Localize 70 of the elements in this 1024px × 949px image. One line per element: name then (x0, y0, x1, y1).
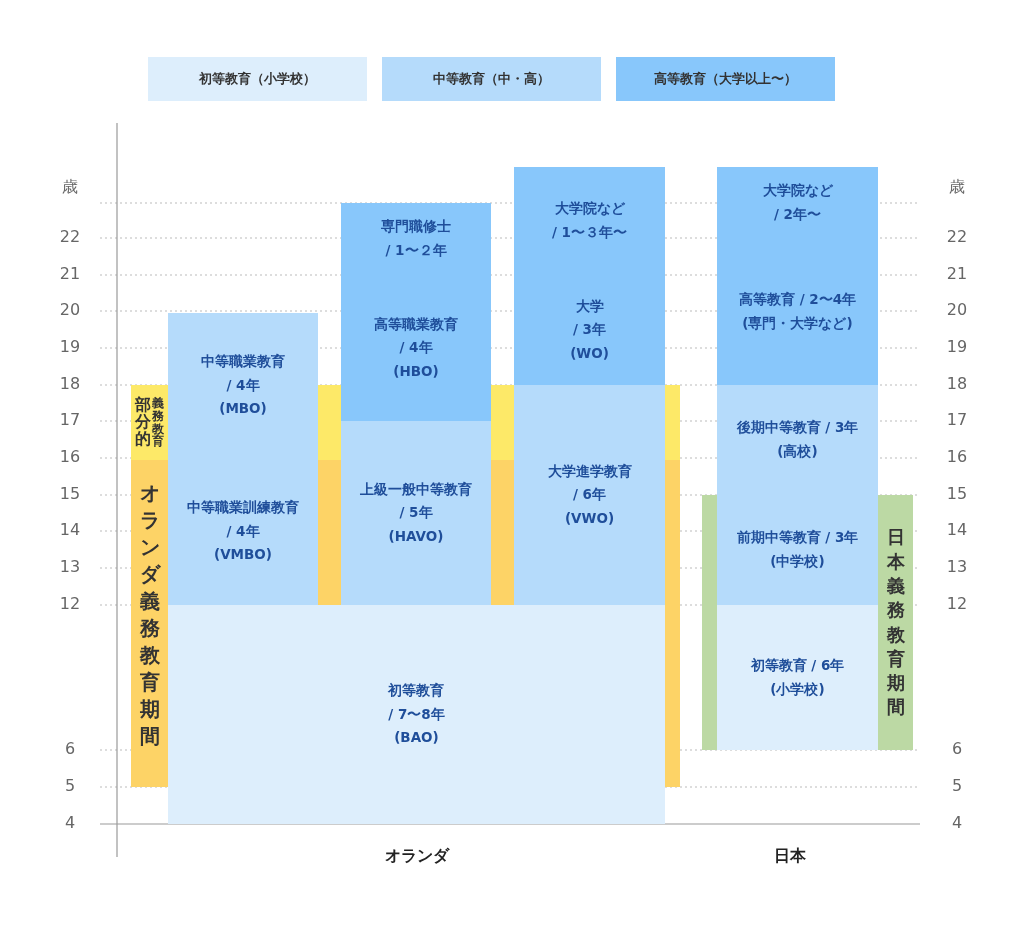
legend-label: 初等教育（小学校） (199, 69, 316, 88)
age-tick-label: 14 (945, 520, 969, 539)
school-stage-box (514, 385, 665, 605)
school-stage-box (717, 605, 878, 750)
school-stage-box (717, 238, 878, 385)
age-tick-label: 16 (58, 447, 82, 466)
age-tick-label: 13 (945, 557, 969, 576)
age-tick-label: 13 (58, 557, 82, 576)
age-tick-label: 21 (945, 264, 969, 283)
age-tick-label: 18 (945, 374, 969, 393)
age-tick-label: 16 (945, 447, 969, 466)
age-tick-label: 5 (950, 776, 964, 795)
school-stage-box (514, 275, 665, 385)
age-tick-label: 4 (950, 813, 964, 832)
age-tick-label: 20 (58, 300, 82, 319)
age-tick-label: 12 (945, 594, 969, 613)
age-tick-label: 19 (58, 337, 82, 356)
age-tick-label: 17 (58, 410, 82, 429)
school-stage-box (341, 275, 491, 421)
legend-label: 高等教育（大学以上〜） (654, 69, 797, 88)
stage-label: 大学院など / 2年〜 (762, 180, 833, 224)
age-tick-label: 14 (58, 520, 82, 539)
age-tick-label: 22 (58, 227, 82, 246)
stage-label: 上級一般中等教育 / 5年 (HAVO) (360, 479, 472, 546)
stage-label: 初等教育 / 6年 (小学校) (750, 655, 845, 699)
stage-label: 大学 / 3年 (WO) (570, 296, 609, 363)
stage-label: 中等職業訓練教育 / 4年 (VMBO) (187, 498, 299, 565)
stage-label: 大学院など / 1〜３年〜 (552, 199, 627, 242)
age-tick-label: 4 (63, 813, 77, 832)
school-stage-box (168, 313, 318, 458)
axis-unit-label: 歳 (948, 177, 966, 198)
age-tick-label: 5 (63, 776, 77, 795)
band-label: 日本義務教育期間 (886, 525, 905, 720)
stage-label: 後期中等教育 / 3年 (高校) (736, 418, 859, 461)
stage-label: 高等教育 / 2〜4年 (専門・大学など) (738, 289, 857, 333)
compulsory-period-band (131, 385, 168, 460)
band-label: 部分的 (135, 397, 151, 448)
band-label: 義務教育 (152, 397, 164, 448)
age-tick-label: 17 (945, 410, 969, 429)
school-stage-box (168, 458, 318, 605)
school-stage-box (341, 203, 491, 275)
age-tick-label: 21 (58, 264, 82, 283)
stage-label: 専門職修士 / 1〜２年 (381, 217, 451, 260)
age-tick-label: 12 (58, 594, 82, 613)
stage-label: 前期中等教育 / 3年 (中学校) (736, 528, 859, 571)
age-tick-label: 6 (950, 739, 964, 758)
school-stage-box (717, 167, 878, 238)
age-tick-label: 22 (945, 227, 969, 246)
axis-unit-label: 歳 (61, 177, 79, 198)
age-tick-label: 6 (63, 739, 77, 758)
school-stage-box (717, 495, 878, 605)
age-tick-label: 18 (58, 374, 82, 393)
band-label: オランダ義務教育期間 (139, 480, 160, 750)
school-stage-box (168, 605, 665, 824)
age-tick-label: 19 (945, 337, 969, 356)
compulsory-period-band (878, 495, 913, 750)
age-tick-label: 15 (945, 484, 969, 503)
age-tick-label: 20 (945, 300, 969, 319)
legend-label: 中等教育（中・高） (433, 69, 550, 88)
stage-label: 高等職業教育 / 4年 (HBO) (374, 314, 458, 381)
stage-label: 初等教育 / 7〜8年 (BAO) (388, 681, 445, 748)
school-stage-box (514, 167, 665, 275)
age-tick-label: 15 (58, 484, 82, 503)
compulsory-period-band (131, 460, 168, 787)
country-label: 日本 (773, 846, 807, 867)
country-label: オランダ (384, 846, 451, 867)
stage-label: 中等職業教育 / 4年 (MBO) (201, 352, 285, 419)
school-stage-box (717, 385, 878, 495)
stage-label: 大学進学教育 / 6年 (VWO) (547, 461, 632, 528)
school-stage-box (341, 421, 491, 605)
